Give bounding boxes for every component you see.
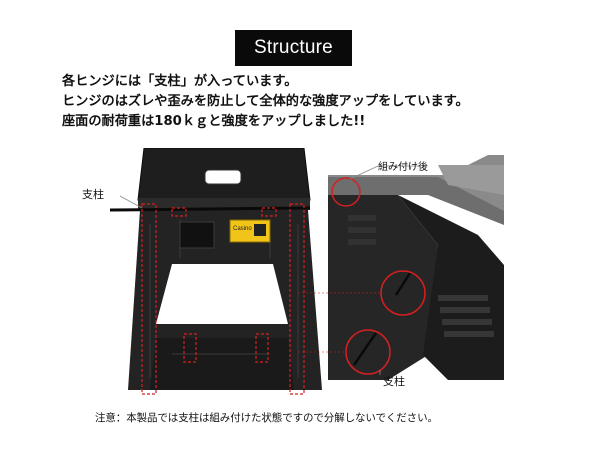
intro-text: 各ヒンジには「支柱」が入っています。 ヒンジのはズレや歪みを防止して全体的な強度… [62,72,592,132]
stool-handle-hole [204,169,242,185]
title-banner: Structure [235,30,352,66]
hinge-highlight-top-right [289,203,305,395]
hinge-highlight-low-right [255,333,269,363]
hinge-highlight-top-left [141,203,157,395]
closeup-pillar-upper [394,272,412,296]
stool-bottom-opening [150,338,294,390]
hinge-highlight-low-left [183,333,197,363]
product-label-brand: Casino [233,226,252,232]
stool-panel [179,221,215,249]
label-pillar-right: 支柱 [383,375,405,388]
callout-circle-bottom [345,329,391,375]
label-pillar-left: 支柱 [82,188,104,201]
label-assembled-after: 組み付け後 [378,162,428,173]
stool-frame-opening [156,264,288,324]
intro-line-2: ヒンジのはズレや歪みを防止して全体的な強度アップをしています。 [62,94,469,109]
pillar-rod [110,206,311,212]
callout-circle-middle [380,270,426,316]
hinge-highlight-mid-right [261,207,277,217]
intro-line-3: 座面の耐荷重は180ｋｇと強度をアップしました!! [62,114,366,129]
closeup-pillar-lower [352,332,378,366]
callout-circle-top [331,177,361,207]
hinge-highlight-mid-left [171,207,187,217]
title-text: Structure [254,37,333,58]
caution-note: 注意：本製品では支柱は組み付けた状態ですので分解しないでください。 [95,412,438,424]
stool-front-photo: Casino [110,148,322,395]
intro-line-1: 各ヒンジには「支柱」が入っています。 [62,74,298,89]
